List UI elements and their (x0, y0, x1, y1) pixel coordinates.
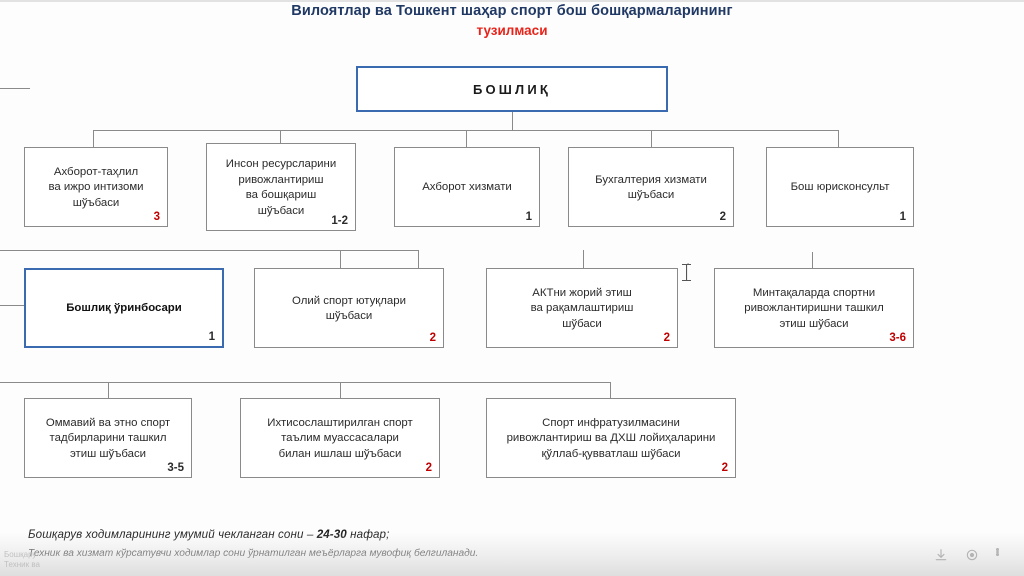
connector-row3-bus (0, 382, 611, 383)
connector-row1-drop-2 (280, 130, 281, 147)
node-row3-1-label: Оммавий ва этно спорт тадбирларини ташки… (45, 416, 171, 460)
node-row3-2-label: Ихтисослаштирилган спорт таълим муассаса… (267, 416, 413, 460)
footer-line-1: Бошқарув ходимларининг умумий чекланган … (28, 526, 788, 543)
node-row1-2-count: 1-2 (331, 215, 348, 227)
connector-row2-drop-2 (418, 250, 419, 268)
connector-row2-drop-1 (340, 250, 341, 268)
player-watermark-line-2: Техник ва (4, 560, 40, 569)
connector-chief-drop (512, 112, 513, 130)
node-row1-1-label: Ахборот-таҳлил ва ижро интизоми шўъбаси (48, 165, 144, 209)
node-chief-label: БОШЛИҚ (472, 82, 552, 98)
node-row1-2[interactable]: Инсон ресурсларини ривожлантириш ва бошқ… (206, 143, 356, 231)
node-chief[interactable]: БОШЛИҚ (356, 66, 668, 112)
node-row1-4-label: Бухгалтерия хизмати шўъбаси (595, 173, 707, 202)
text-cursor-stem (686, 265, 687, 280)
footer-line-2: Техник ва хизмат кўрсатувчи ходимлар сон… (28, 548, 479, 559)
node-row1-4[interactable]: Бухгалтерия хизмати шўъбаси 2 (568, 147, 734, 227)
footer-notes: Бошқарув ходимларининг умумий чекланган … (28, 526, 788, 562)
node-row2-3[interactable]: АКТни жорий этиш ва рақамлаштириш шўбаси… (486, 268, 678, 348)
node-row2-4-count: 3-6 (889, 332, 906, 344)
connector-row1-drop-3 (466, 130, 467, 147)
more-options-icon[interactable] (996, 548, 1010, 562)
node-row2-2-count: 2 (429, 332, 436, 344)
player-watermark: Бошқару Техник ва (4, 550, 40, 570)
node-row1-5[interactable]: Бош юрисконсульт 1 (766, 147, 914, 227)
node-row3-1[interactable]: Оммавий ва этно спорт тадбирларини ташки… (24, 398, 192, 478)
node-row1-3-count: 1 (525, 211, 532, 223)
connector-deputy-left-stub (0, 305, 25, 306)
connector-row3-drop-2 (340, 382, 341, 398)
connector-row2-bus (0, 250, 419, 251)
player-controls[interactable] (934, 548, 1010, 562)
node-row2-2[interactable]: Олий спорт ютуқлари шўъбаси 2 (254, 268, 444, 348)
node-row1-2-label: Инсон ресурсларини ривожлантириш ва бошқ… (225, 158, 337, 217)
top-rule (0, 0, 1024, 2)
text-cursor-bottom (682, 280, 691, 281)
record-icon[interactable] (965, 548, 979, 562)
node-row3-3-label: Спорт инфратузилмасини ривожлантириш ва … (506, 416, 716, 460)
node-row1-1-count: 3 (153, 211, 160, 223)
node-row2-3-label: АКТни жорий этиш ва рақамлаштириш шўбаси (530, 286, 634, 330)
player-watermark-line-1: Бошқару (4, 550, 37, 559)
node-row3-3-count: 2 (721, 462, 728, 474)
footer-line-1-number: 24-30 (316, 528, 347, 541)
connector-row2-drop-3 (583, 250, 584, 268)
connector-row1-drop-1 (93, 130, 94, 147)
node-row2-4[interactable]: Минтақаларда спортни ривожлантиришни таш… (714, 268, 914, 348)
node-row2-deputy-label: Бошлиқ ўринбосари (66, 302, 182, 315)
node-row1-3-label: Ахборот хизмати (422, 181, 512, 194)
node-row3-2[interactable]: Ихтисослаштирилган спорт таълим муассаса… (240, 398, 440, 478)
node-row1-5-label: Бош юрисконсульт (790, 181, 890, 194)
connector-topleft-stub (0, 88, 30, 89)
node-row1-5-count: 1 (899, 211, 906, 223)
title-line-1: Вилоятлар ва Тошкент шаҳар спорт бош бош… (291, 3, 733, 19)
node-row3-2-count: 2 (425, 462, 432, 474)
footer-line-1-pre: Бошқарув ходимларининг умумий чекланган … (28, 528, 317, 541)
node-row1-3[interactable]: Ахборот хизмати 1 (394, 147, 540, 227)
node-row2-deputy-count: 1 (208, 331, 215, 343)
node-row1-4-count: 2 (719, 211, 726, 223)
connector-row1-drop-5 (838, 130, 839, 147)
slide-title: Вилоятлар ва Тошкент шаҳар спорт бош бош… (0, 2, 1024, 40)
title-line-2: тузилмаси (476, 23, 548, 38)
node-row2-4-label: Минтақаларда спортни ривожлантиришни таш… (744, 286, 884, 330)
node-row2-deputy[interactable]: Бошлиқ ўринбосари 1 (24, 268, 224, 348)
text-cursor-top (682, 264, 691, 265)
node-row3-3[interactable]: Спорт инфратузилмасини ривожлантириш ва … (486, 398, 736, 478)
connector-row1-drop-4 (651, 130, 652, 147)
node-row2-2-label: Олий спорт ютуқлари шўъбаси (292, 294, 406, 323)
connector-row3-drop-3 (610, 382, 611, 398)
node-row2-3-count: 2 (663, 332, 670, 344)
footer-line-1-post: нафар; (346, 528, 390, 541)
node-row3-1-count: 3-5 (167, 462, 184, 474)
node-row1-1[interactable]: Ахборот-таҳлил ва ижро интизоми шўъбаси … (24, 147, 168, 227)
download-icon[interactable] (934, 548, 948, 562)
connector-row2-drop-4 (812, 252, 813, 268)
connector-row3-drop-1 (108, 382, 109, 398)
